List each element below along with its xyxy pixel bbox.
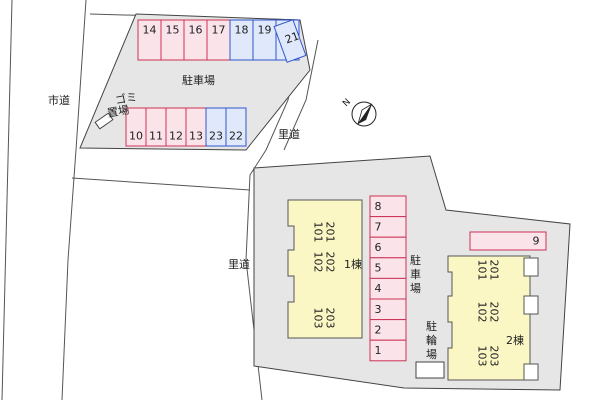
north-arrow-icon: N	[341, 97, 377, 127]
slot-10-number: 10	[129, 130, 143, 143]
parking-slot-5: 5	[369, 257, 407, 279]
unit-number: 201	[324, 222, 337, 243]
unit-number: 101	[476, 260, 489, 281]
unit-number: 103	[476, 346, 489, 367]
slot-21-number: 21	[283, 29, 301, 46]
north-parking-label: 駐車場	[182, 73, 215, 87]
unit-number: 202	[488, 302, 501, 323]
slot-7-number: 7	[375, 220, 382, 233]
parking-slot-23: 23	[205, 107, 227, 147]
parking-slot-13: 13	[185, 107, 207, 147]
unit-number: 202	[324, 252, 337, 273]
slot-1-number: 1	[375, 344, 382, 357]
parking-slot-19: 19	[252, 19, 277, 61]
parking-slot-7: 7	[369, 216, 407, 238]
compass-label: N	[341, 97, 353, 109]
building-2-name: 2棟	[506, 333, 524, 347]
slot-13-number: 13	[189, 130, 203, 143]
bike-shelter-box	[415, 361, 445, 379]
slot-11-number: 11	[149, 130, 163, 143]
unit-number: 103	[312, 308, 325, 329]
unit-number: 102	[312, 252, 325, 273]
south-parking-label-2: 車	[410, 267, 421, 281]
unit-number: 203	[488, 346, 501, 367]
parking-slot-14: 14	[137, 19, 162, 61]
parking-slot-21: 21	[273, 19, 307, 63]
bike-parking-label-1: 駐	[426, 319, 437, 333]
parking-slot-1: 1	[369, 339, 407, 362]
parking-slot-12: 12	[165, 107, 187, 147]
slot-23-number: 23	[209, 130, 223, 143]
unit-number: 201	[488, 260, 501, 281]
parking-slot-11: 11	[145, 107, 167, 147]
parking-slot-8: 8	[369, 195, 407, 218]
parking-slot-15: 15	[160, 19, 185, 61]
slot-17-number: 17	[212, 24, 226, 37]
parking-slot-16: 16	[183, 19, 208, 61]
slot-22-number: 22	[229, 130, 243, 143]
slot-2-number: 2	[375, 323, 382, 336]
building-2-notch-2	[523, 295, 539, 315]
city-road-left-edge	[1, 0, 13, 400]
unit-number: 102	[476, 302, 489, 323]
bike-parking-label-3: 場	[426, 348, 437, 361]
city-road-label: 市道	[48, 93, 70, 107]
parking-slot-6: 6	[369, 236, 407, 259]
parking-slot-17: 17	[206, 19, 231, 61]
north-bottom-slots: 10 11 12 13 23 22	[125, 107, 247, 147]
south-parking-label-3: 場	[410, 282, 421, 295]
slot-19-number: 19	[258, 24, 272, 37]
village-road-label-upper: 里道	[278, 127, 300, 141]
parking-slot-10: 10	[125, 107, 147, 147]
parking-slot-22: 22	[225, 107, 247, 147]
parking-slot-2: 2	[369, 319, 407, 341]
parking-slot-9: 9	[469, 231, 547, 251]
slot-8-number: 8	[375, 200, 382, 213]
slot-15-number: 15	[166, 24, 180, 37]
south-column-slots: 8 7 6 5 4 3 2 1	[369, 195, 407, 362]
bike-parking-label-2: 輪	[426, 333, 437, 347]
city-road-right-edge	[61, 0, 87, 400]
slot-4-number: 4	[375, 282, 382, 295]
garbage-box-icon	[94, 112, 114, 130]
unit-number: 101	[312, 222, 325, 243]
slot-14-number: 14	[143, 24, 157, 37]
village-road-edge-2	[283, 39, 319, 151]
building-2-notch-1	[523, 257, 539, 277]
north-top-slots: 1415161718192021	[137, 19, 307, 63]
south-parking-label-1: 駐	[410, 253, 421, 267]
building-2-notch-3	[523, 363, 539, 381]
slot-18-number: 18	[235, 24, 249, 37]
slot-12-number: 12	[169, 130, 183, 143]
village-road-label-lower: 里道	[228, 257, 250, 271]
slot-3-number: 3	[375, 303, 382, 316]
slot-16-number: 16	[189, 24, 203, 37]
slot-5-number: 5	[375, 262, 382, 275]
garbage-label-1: ゴミ	[114, 89, 138, 107]
village-road-edge-3	[71, 177, 251, 191]
parking-slot-3: 3	[369, 298, 407, 321]
garbage-label-2: 置場	[106, 103, 130, 120]
slot-9-number: 9	[533, 235, 540, 248]
unit-number: 203	[324, 308, 337, 329]
parking-slot-4: 4	[369, 277, 407, 300]
building-1-name: 1棟	[344, 257, 362, 271]
slot-6-number: 6	[375, 241, 382, 254]
parking-slot-18: 18	[229, 19, 254, 61]
